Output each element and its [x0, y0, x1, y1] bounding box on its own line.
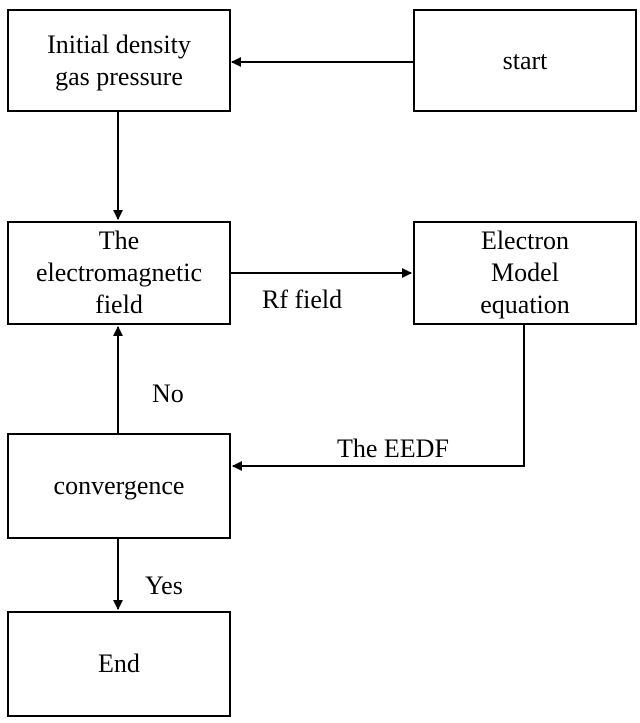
electron-model-line-1: Electron — [480, 226, 570, 255]
electron-model-line-3: equation — [480, 290, 570, 319]
electromagnetic-field-box: The electromagnetic field — [7, 221, 231, 325]
electron-model-box: Electron Model equation — [413, 221, 637, 325]
arrow-electron-model-to-convergence — [232, 325, 525, 471]
start-label: start — [502, 45, 548, 75]
em-field-line-2: electromagnetic — [35, 258, 203, 287]
start-box: start — [413, 9, 637, 112]
initial-density-box: Initial density gas pressure — [7, 9, 231, 112]
end-label: End — [98, 649, 140, 678]
electron-model-line-2: Model — [491, 258, 559, 287]
em-field-line-1: The — [98, 226, 140, 255]
convergence-box: convergence — [7, 433, 231, 539]
yes-label: Yes — [145, 571, 183, 600]
em-field-line-3: field — [95, 290, 143, 319]
initial-density-line-1: Initial density — [47, 29, 191, 59]
end-box: End — [7, 611, 231, 717]
convergence-label: convergence — [53, 471, 185, 500]
rf-field-label: Rf field — [262, 285, 343, 314]
initial-density-line-2: gas pressure — [55, 61, 183, 91]
no-label: No — [152, 379, 184, 408]
eedf-label: The EEDF — [337, 434, 449, 463]
